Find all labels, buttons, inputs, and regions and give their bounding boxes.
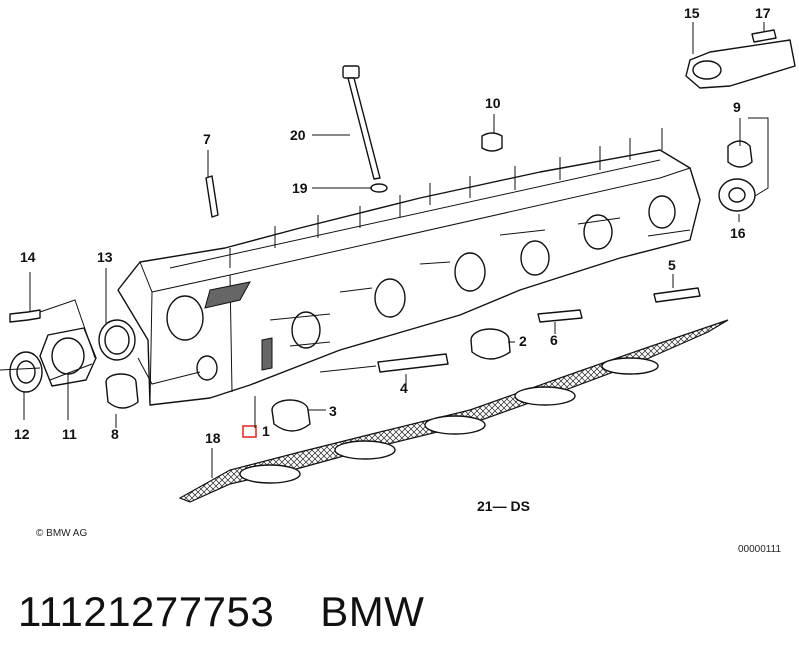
callout-21-ds[interactable]: 21— DS [477,498,530,514]
callout-1[interactable]: 1 [262,423,270,439]
callout-3[interactable]: 3 [329,403,337,419]
callout-9[interactable]: 9 [733,99,741,115]
callout-2[interactable]: 2 [519,333,527,349]
part-number: 11121277753 [18,588,275,635]
head-gasket [178,319,729,503]
leader-lines [0,22,769,478]
parts-diagram: 1 2 3 4 5 6 7 8 9 10 11 12 13 14 15 16 1… [0,5,796,555]
small-parts [9,29,796,432]
callouts: 1 2 3 4 5 6 7 8 9 10 11 12 13 14 15 16 1… [14,5,771,514]
brand-name: BMW [320,588,425,635]
copyright-text: © BMW AG [36,528,87,539]
callout-15[interactable]: 15 [684,5,700,21]
callout-20[interactable]: 20 [290,127,306,143]
part-caption: 11121277753 BMW [18,588,798,648]
callout-17[interactable]: 17 [755,5,771,21]
callout-13[interactable]: 13 [97,249,113,265]
callout-11[interactable]: 11 [62,426,77,442]
callout-16[interactable]: 16 [730,225,746,241]
callout-8[interactable]: 8 [111,426,119,442]
drawing-number: 00000111 [738,544,781,555]
callout-7[interactable]: 7 [203,131,211,147]
callout-18[interactable]: 18 [205,430,221,446]
callout-14[interactable]: 14 [20,249,36,265]
callout-5[interactable]: 5 [668,257,676,273]
callout-4[interactable]: 4 [400,380,408,396]
callout-6[interactable]: 6 [550,332,558,348]
highlight-marker [242,425,257,438]
callout-10[interactable]: 10 [485,95,501,111]
cylinder-head [117,128,701,406]
callout-19[interactable]: 19 [292,180,308,196]
callout-12[interactable]: 12 [14,426,30,442]
